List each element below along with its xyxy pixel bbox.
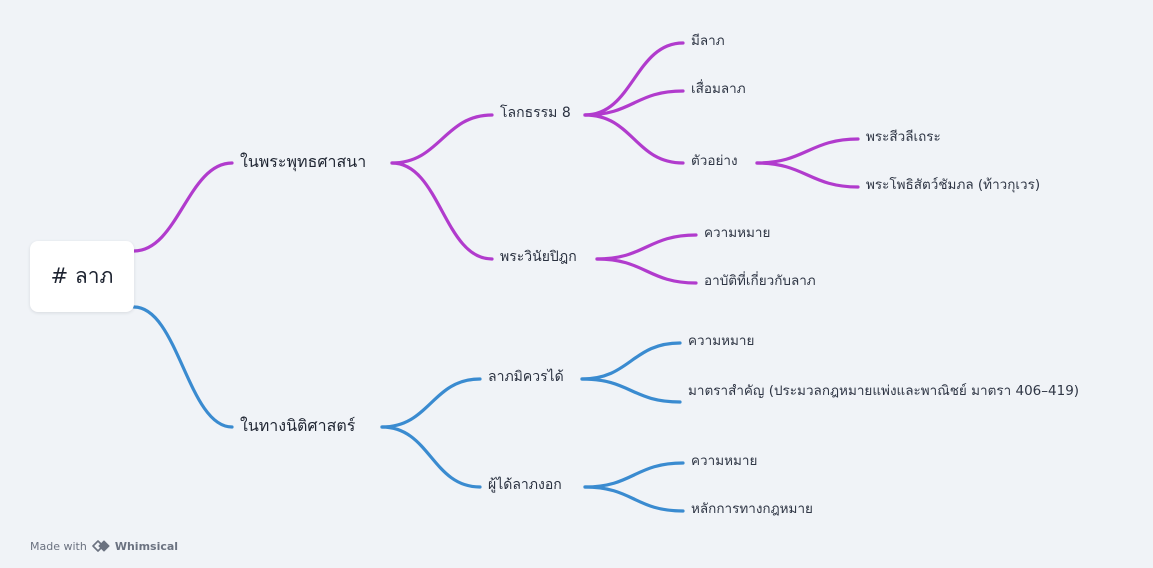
node-vinaya-apatti[interactable]: อาบัติที่เกี่ยวกับลาภ [704,273,816,289]
edge-vinaya-meaning [595,233,698,261]
node-mee-lap[interactable]: มีลาภ [691,33,725,49]
edge-examples-bodhisatta [755,161,860,189]
edge-buddhism-lokadhamma [390,113,494,165]
node-windfall-principle[interactable]: หลักการทางกฎหมาย [691,501,813,517]
edge-vinaya-apatti [595,257,698,285]
made-with-label: Made with [30,539,87,553]
edge-root-law [132,305,234,429]
node-bodhisatta[interactable]: พระโพธิสัตว์ชัมภล (ท้าวกุเวร) [866,177,1041,193]
edge-lokadhamma-suem [583,89,685,117]
edge-lokadhamma-examples [583,113,685,165]
root-label: # ลาภ [50,264,114,288]
node-windfall[interactable]: ผู้ได้ลาภงอก [488,477,562,493]
node-vinaya-meaning[interactable]: ความหมาย [704,225,771,241]
edge-windfall-meaning [583,461,685,489]
whimsical-logo-icon [92,540,110,552]
edge-lokadhamma-mee [583,41,685,117]
root-node[interactable]: # ลาภ [30,241,134,312]
edge-law-undue [380,377,482,429]
edge-examples-sivali [755,137,860,165]
node-undue-sections[interactable]: มาตราสำคัญ (ประมวลกฎหมายแพ่งและพาณิชย์ ม… [688,383,1080,399]
node-examples[interactable]: ตัวอย่าง [691,153,738,169]
node-suem-lap[interactable]: เสื่อมลาภ [691,81,746,97]
node-undue-gain[interactable]: ลาภมิควรได้ [488,369,564,385]
edge-buddhism-vinaya [390,161,494,261]
node-undue-meaning[interactable]: ความหมาย [688,333,755,349]
edge-undue-sections [580,377,682,404]
edge-undue-meaning [580,341,682,381]
node-law[interactable]: ในทางนิติศาสตร์ [240,416,356,435]
node-lokadhamma[interactable]: โลกธรรม 8 [500,105,571,121]
made-with-badge[interactable]: Made with Whimsical [30,537,178,555]
edge-law-windfall [380,425,482,489]
whimsical-brand: Whimsical [114,539,179,553]
node-windfall-meaning[interactable]: ความหมาย [691,453,758,469]
node-vinaya[interactable]: พระวินัยปิฎก [500,249,577,265]
edge-root-buddhism [132,161,234,253]
node-buddhism[interactable]: ในพระพุทธศาสนา [240,152,367,171]
edge-windfall-principle [583,485,685,513]
node-sivali[interactable]: พระสีวลีเถระ [866,129,941,145]
